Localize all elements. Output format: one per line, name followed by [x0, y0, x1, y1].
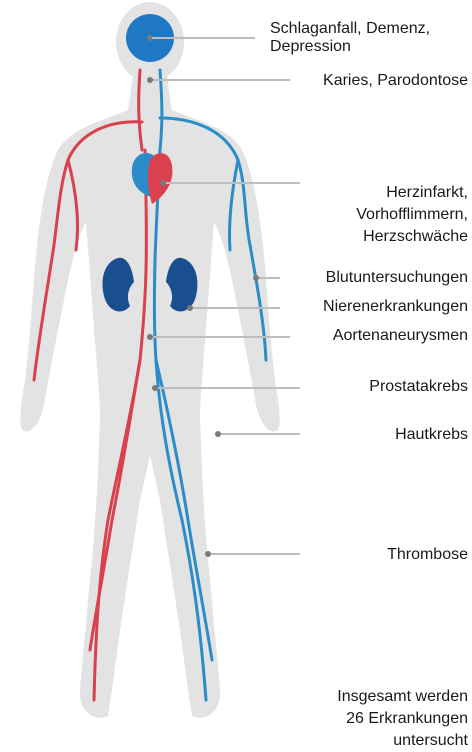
summary-note: Insgesamt werden 26 Erkrankungen untersu… — [337, 686, 468, 752]
label-heart: Herzinfarkt, Vorhofflimmern, Herzschwäch… — [356, 182, 468, 248]
label-dental: Karies, Parodontose — [323, 72, 468, 90]
label-stroke: Schlaganfall, Demenz, Depression — [270, 20, 430, 56]
label-skin: Hautkrebs — [395, 426, 468, 444]
circulatory-diagram — [0, 0, 472, 731]
label-kidney: Nierenerkrankungen — [323, 298, 468, 316]
label-aorta: Aortenaneurysmen — [333, 327, 468, 345]
body-silhouette — [20, 2, 279, 718]
label-prostate: Prostatakrebs — [369, 378, 468, 396]
label-blood: Blutuntersuchungen — [326, 269, 468, 287]
label-thrombosis: Thrombose — [387, 546, 468, 564]
